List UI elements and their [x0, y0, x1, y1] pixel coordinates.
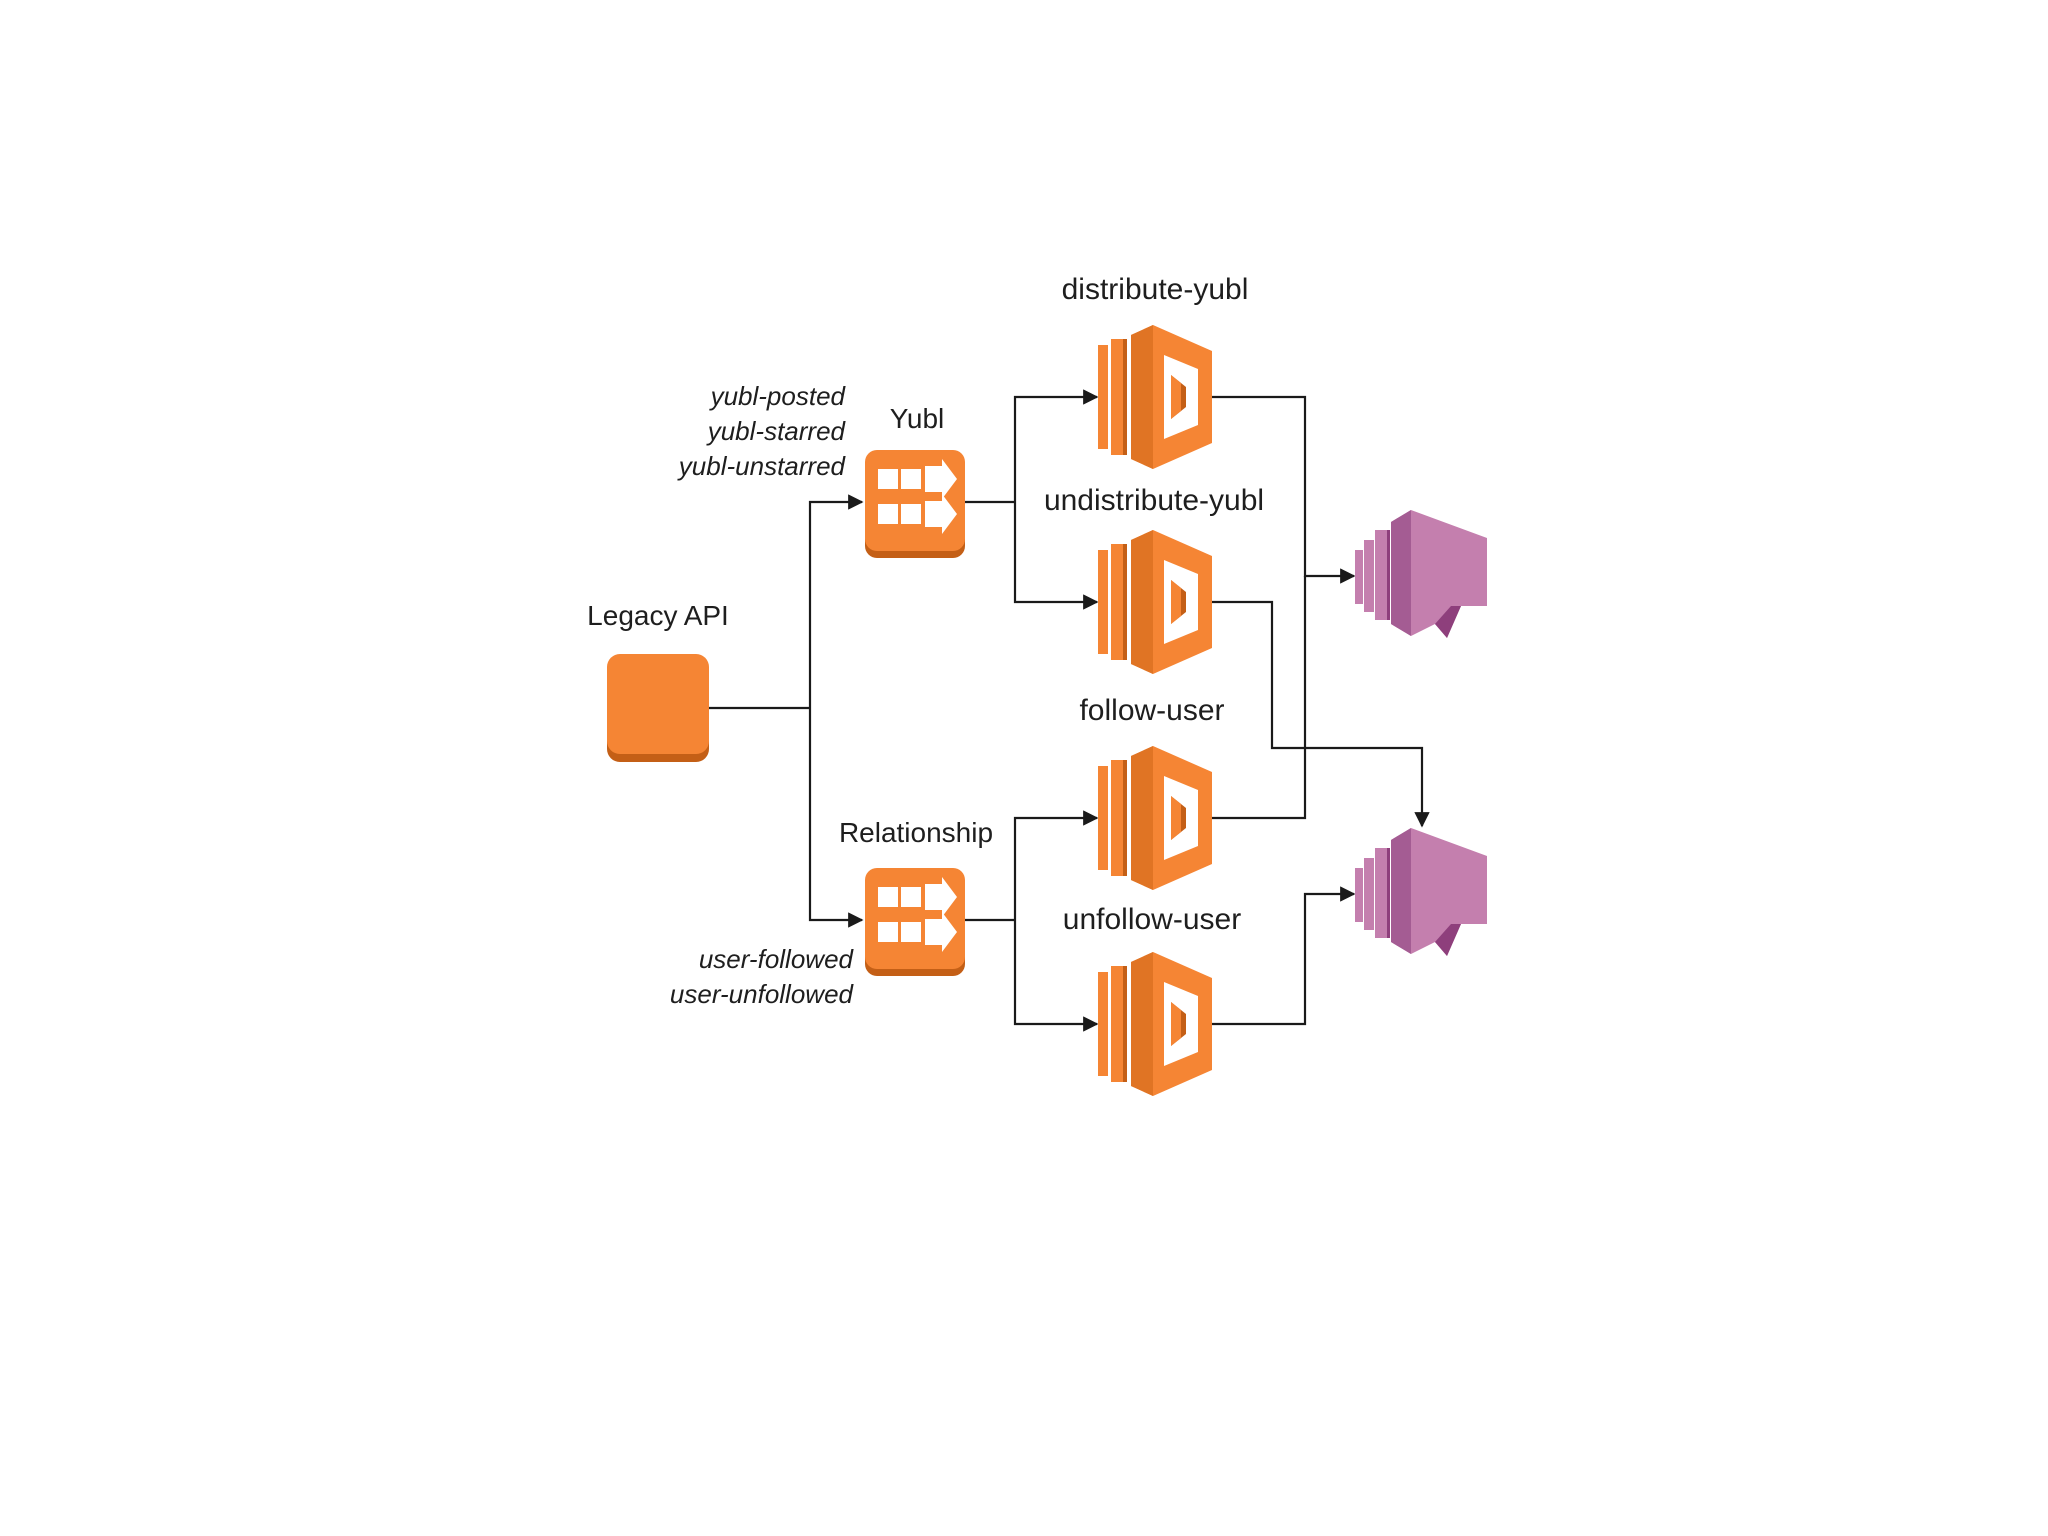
sqs-queue-icon — [1355, 510, 1487, 638]
edge-to-unfollow-user — [1013, 920, 1099, 1032]
sqs-queue-top — [1355, 510, 1487, 638]
follow-user-label: follow-user — [1079, 694, 1224, 727]
relationship-stream-label: Relationship — [839, 817, 993, 848]
lambda-icon — [1098, 746, 1212, 890]
kinesis-stream-icon — [865, 868, 965, 976]
lambda-icon — [1098, 325, 1212, 469]
relationship-event-list: user-followed user-unfollowed — [670, 944, 855, 1009]
event-yubl-posted: yubl-posted — [709, 381, 847, 411]
distribute-yubl-label: distribute-yubl — [1062, 273, 1249, 306]
edge-undistribute-to-queue-2 — [1210, 600, 1430, 828]
orange-square-icon — [607, 654, 709, 762]
unfollow-user-label: unfollow-user — [1063, 903, 1241, 936]
connectors — [708, 389, 1430, 1032]
sqs-queue-bottom — [1355, 828, 1487, 956]
lambda-follow-user: follow-user — [1079, 694, 1225, 890]
event-yubl-unstarred: yubl-unstarred — [677, 451, 847, 481]
legacy-api-node: Legacy API — [587, 600, 729, 762]
legacy-api-label: Legacy API — [587, 600, 729, 631]
yubl-stream-label: Yubl — [890, 403, 945, 434]
relationship-stream-node: Relationship user-followed user-unfollow… — [670, 817, 993, 1009]
lambda-undistribute-yubl: undistribute-yubl — [1044, 484, 1264, 674]
event-user-unfollowed: user-unfollowed — [670, 979, 855, 1009]
edge-follow-to-queue-1 — [1210, 576, 1307, 820]
yubl-stream-node: Yubl yubl-posted yubl-starred yubl-unsta… — [677, 381, 965, 558]
yubl-event-list: yubl-posted yubl-starred yubl-unstarred — [677, 381, 847, 481]
edge-unfollow-to-queue-2 — [1210, 886, 1356, 1026]
lambda-icon — [1098, 530, 1212, 674]
edge-to-distribute-yubl — [1013, 389, 1099, 502]
edge-to-undistribute-yubl — [1013, 502, 1099, 610]
edge-distribute-to-queue-1 — [1210, 395, 1356, 584]
kinesis-stream-icon — [865, 450, 965, 558]
edge-to-relationship-stream — [808, 708, 864, 928]
undistribute-yubl-label: undistribute-yubl — [1044, 484, 1264, 517]
lambda-unfollow-user: unfollow-user — [1063, 903, 1241, 1096]
edge-to-follow-user — [1013, 810, 1099, 920]
event-user-followed: user-followed — [699, 944, 855, 974]
event-yubl-starred: yubl-starred — [706, 416, 847, 446]
lambda-icon — [1098, 952, 1212, 1096]
sqs-queue-icon — [1355, 828, 1487, 956]
edge-to-yubl-stream — [808, 494, 864, 708]
lambda-distribute-yubl: distribute-yubl — [1062, 273, 1249, 469]
